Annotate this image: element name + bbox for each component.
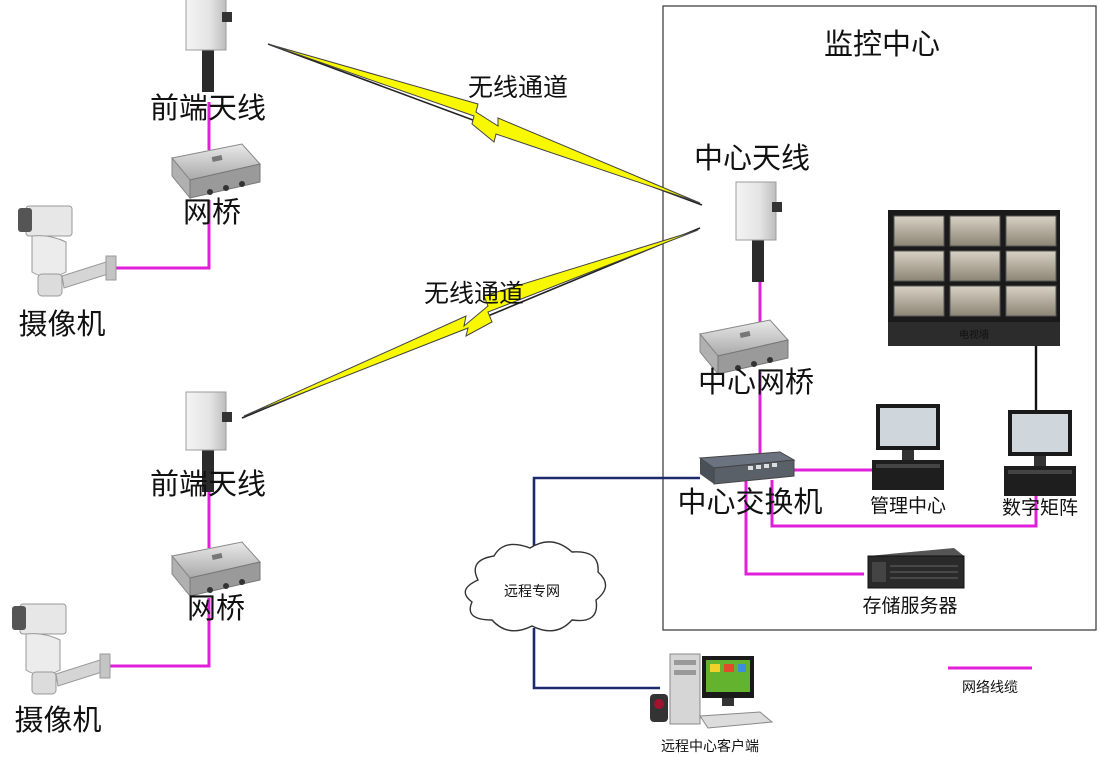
wireless-link-bottom xyxy=(241,227,701,419)
tv-wall-screen xyxy=(949,285,1001,317)
tv-wall-screen xyxy=(1005,285,1057,317)
remote-network-label: 远程专网 xyxy=(504,584,560,600)
ptz-camera-icon xyxy=(17,205,117,297)
network-bridge-icon xyxy=(171,143,261,199)
tv-wall-screen xyxy=(1005,250,1057,282)
legend-cable-label: 网络线缆 xyxy=(962,680,1018,696)
wireless-channel-label-top: 无线通道 xyxy=(468,73,568,102)
workstation-icon xyxy=(872,404,944,490)
cloud-icon xyxy=(464,541,607,632)
tv-wall-screen xyxy=(1005,215,1057,247)
network-cables xyxy=(96,102,1038,668)
ptz-camera-icon xyxy=(11,603,111,695)
bridge-label-top: 网桥 xyxy=(183,195,241,229)
center-switch-label: 中心交换机 xyxy=(677,485,822,519)
panel-antenna-icon xyxy=(735,181,783,283)
front-antenna-label-bottom: 前端天线 xyxy=(150,467,266,501)
tv-wall-screen xyxy=(893,250,945,282)
wireless-channel-label-bottom: 无线通道 xyxy=(424,279,524,308)
tv-wall-screen xyxy=(893,215,945,247)
remote-client-label: 远程中心客户端 xyxy=(661,738,759,755)
storage-server-label: 存储服务器 xyxy=(862,595,957,617)
wireless-link-top xyxy=(267,43,703,206)
camera-label-top: 摄像机 xyxy=(18,307,105,341)
network-bridge-icon xyxy=(171,541,261,597)
storage-server-icon xyxy=(867,548,965,589)
digital-matrix-label: 数字矩阵 xyxy=(1002,497,1078,519)
desktop-client-icon xyxy=(650,653,774,729)
tv-wall-screen xyxy=(893,285,945,317)
tv-wall-screens xyxy=(893,215,1057,317)
camera-label-bottom: 摄像机 xyxy=(14,703,101,737)
workstation-icon xyxy=(1004,410,1076,496)
tv-wall-label: 电视墙 xyxy=(959,328,989,341)
center-bridge-label: 中心网桥 xyxy=(698,365,814,399)
network-switch-icon xyxy=(698,451,796,485)
tv-wall-screen xyxy=(949,215,1001,247)
management-center-label: 管理中心 xyxy=(870,495,946,517)
panel-antenna-icon xyxy=(185,0,233,93)
bridge-label-bottom: 网桥 xyxy=(187,591,245,625)
monitor-center-frame xyxy=(662,5,1097,631)
tv-wall-screen xyxy=(949,250,1001,282)
monitor-center-title: 监控中心 xyxy=(824,27,940,61)
front-antenna-label-top: 前端天线 xyxy=(150,91,266,125)
center-antenna-label: 中心天线 xyxy=(694,141,810,175)
remote-links xyxy=(532,476,700,690)
